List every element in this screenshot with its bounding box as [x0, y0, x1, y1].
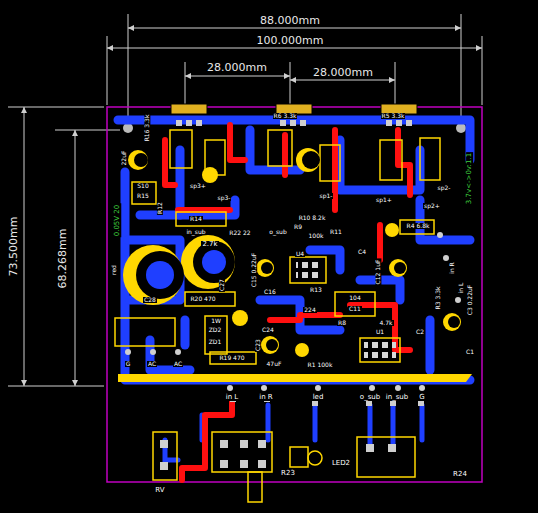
part-label: C12 1uF [375, 259, 381, 286]
part-label: 100k [308, 233, 325, 239]
pad-label: R24 [452, 471, 468, 478]
part-label: R11 [329, 229, 343, 235]
part-label: R14 [189, 216, 203, 222]
part-label: U1 [375, 329, 385, 335]
part-label: sp2+ [423, 203, 441, 209]
part-label: C24 [261, 327, 275, 333]
part-label: S10 [136, 183, 149, 189]
part-label: R8 [337, 320, 347, 326]
silk-bar [118, 374, 472, 382]
dimension-label: 88.000mm [259, 15, 321, 26]
part-label: R19 470 [218, 355, 245, 361]
part-label: R5 3.3k [381, 113, 406, 119]
part-label: sp2- [437, 185, 452, 191]
part-label: 0.05V 20 [114, 203, 121, 237]
part-label: red [111, 264, 117, 276]
ic-pads [296, 260, 320, 280]
part-label: 224 [303, 307, 316, 313]
part-label: C28 [143, 297, 157, 303]
pad-label: LED2 [331, 460, 351, 467]
part-label: 4.7k [378, 320, 393, 326]
pad-label: R23 [280, 470, 296, 477]
dimension-label: 73.500mm [9, 215, 20, 277]
dimension-label: 100.000mm [256, 35, 325, 46]
part-label: in R [449, 261, 455, 275]
pad-label: o_sub [359, 394, 381, 401]
part-label: o_sub [268, 229, 287, 235]
board-outline [107, 107, 482, 482]
silkscreen-outlines [115, 130, 440, 502]
pad-label: in R [258, 394, 273, 401]
offboard-pads [160, 396, 424, 470]
capacitor-copper [146, 250, 226, 289]
part-label: 3.7v<->0v:1.1 [467, 151, 474, 204]
pad-label: G [418, 394, 425, 401]
part-label: AC [147, 361, 157, 367]
part-label: sp3+ [189, 183, 207, 189]
dimension-label: 68.268mm [57, 227, 68, 289]
part-label: C2 [415, 329, 425, 335]
top-copper [165, 125, 410, 480]
pad-label: in_sub [385, 394, 409, 401]
part-label: R20 470 [189, 296, 216, 302]
pad-label: RV [154, 487, 165, 494]
dimension-label: 28.000mm [312, 67, 374, 78]
pad-label: in L [225, 394, 240, 401]
part-label: ZD1 [208, 339, 223, 345]
part-label: 2.7k [201, 241, 218, 248]
capacitor-cut [134, 151, 460, 351]
led-outline [308, 451, 322, 465]
part-label: C15 0.22uF [251, 252, 257, 288]
part-label: R12 [157, 201, 163, 215]
part-label: R1 100k [307, 362, 334, 368]
part-label: R3 3.3k [435, 286, 441, 311]
part-label: C4 [357, 249, 367, 255]
dimension-arrows [21, 25, 482, 386]
part-label: R22 22 [228, 230, 251, 236]
part-label: R13 [309, 287, 323, 293]
part-label: R4 6.8k [406, 223, 431, 229]
electrolytic-capacitors [123, 148, 461, 357]
part-label: C11 [348, 306, 362, 312]
part-label: 1W [210, 318, 222, 324]
part-label: sp1- [319, 193, 334, 199]
part-label: R10 8.2k [298, 215, 327, 221]
part-label: C23 [255, 338, 261, 352]
part-label: C1 [465, 349, 475, 355]
part-label: G [125, 361, 132, 367]
part-label: C16 [263, 289, 277, 295]
part-label: 22uF [121, 150, 127, 167]
part-label: C27 [219, 278, 225, 292]
ic-pads [364, 341, 396, 359]
pad-label: led [312, 394, 325, 401]
dimension-lines [8, 14, 482, 386]
part-label: R6 3.3k [273, 113, 298, 119]
part-label: AC [173, 361, 183, 367]
dimension-label: 28.000mm [206, 62, 268, 73]
part-label: in_sub [185, 229, 206, 235]
part-label: sp1+ [375, 197, 393, 203]
part-label: sp3- [217, 195, 232, 201]
part-label: C3 0.22uF [467, 284, 473, 317]
part-label: in L [458, 282, 464, 295]
part-label: U4 [295, 251, 305, 257]
part-label: R16 3.3k [144, 114, 150, 143]
part-label: 104 [348, 295, 361, 301]
part-label: ZD2 [208, 327, 223, 333]
pads [125, 120, 461, 391]
part-label: R15 [136, 193, 150, 199]
bottom-copper [118, 120, 470, 380]
part-label: R9 [293, 224, 303, 230]
part-label: 47uF [266, 361, 283, 367]
